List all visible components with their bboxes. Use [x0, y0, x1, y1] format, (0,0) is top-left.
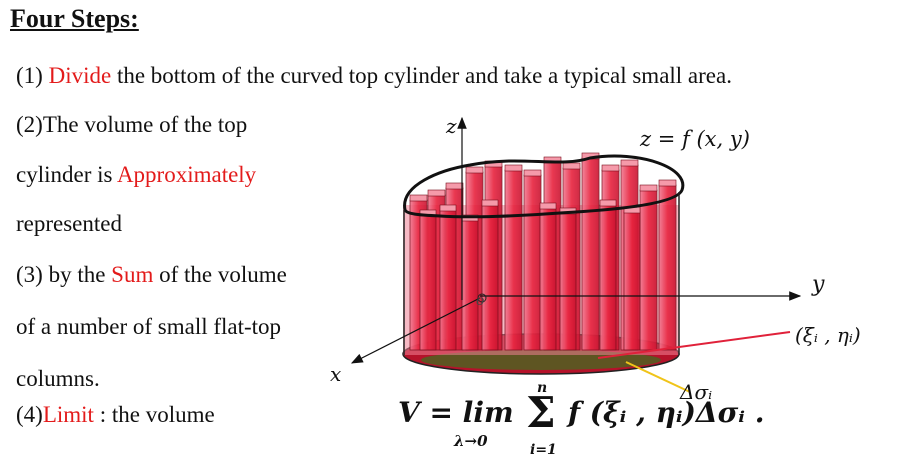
column-17 — [461, 219, 479, 351]
column-top-9 — [562, 162, 581, 170]
column-18 — [481, 204, 499, 351]
column-top-19 — [539, 202, 557, 210]
formula-sum-top: n — [537, 380, 548, 396]
point-pointer-line — [597, 331, 791, 359]
origin-marker — [477, 293, 487, 303]
column-top-4 — [465, 166, 484, 174]
column-top-2 — [427, 189, 446, 197]
formula-limit-sub: λ→0 — [454, 432, 488, 450]
step-4-highlight: Limit — [42, 402, 94, 427]
column-top-13 — [639, 184, 658, 192]
z-axis-label: z — [445, 114, 457, 138]
area-pointer-line — [625, 361, 691, 393]
column-top-21 — [599, 199, 617, 207]
x-axis — [350, 297, 481, 364]
step-3-rest: of the volume — [153, 262, 287, 287]
column-top-1 — [409, 194, 428, 202]
step-2-line-2-prefix: cylinder is — [16, 162, 117, 187]
column-15 — [419, 214, 437, 351]
column-top-6 — [504, 164, 523, 172]
x-axis-label: x — [330, 362, 341, 386]
column-7 — [523, 174, 542, 351]
column-16 — [439, 209, 457, 351]
formula-sum-bottom: i=1 — [530, 442, 557, 458]
column-22 — [623, 211, 641, 351]
step-4-rest: : the volume — [93, 402, 215, 427]
step-1: (1) Divide the bottom of the curved top … — [16, 63, 732, 89]
column-13 — [639, 189, 658, 351]
point-label: (ξᵢ , ηᵢ) — [795, 323, 861, 347]
column-top-7 — [523, 169, 542, 177]
column-top-14 — [658, 179, 677, 187]
step-2-highlight: Approximately — [116, 162, 257, 187]
formula-body: f (ξᵢ , ηᵢ)Δσᵢ . — [568, 396, 765, 429]
area-label: Δσᵢ — [679, 380, 712, 404]
formula-sum-symbol: Σ — [526, 388, 556, 437]
step-1-highlight: Divide — [48, 63, 112, 88]
flat-top-columns — [409, 152, 677, 351]
step-1-text: the bottom of the curved top cylinder an… — [111, 63, 732, 88]
column-19 — [539, 207, 557, 351]
step-3-line-1: (3) by the Sum of the volume — [16, 262, 287, 288]
origin-label: o — [476, 293, 484, 309]
column-21 — [599, 204, 617, 351]
page-title: Four Steps: — [10, 4, 139, 33]
column-top-18 — [481, 199, 499, 207]
volume-formula: V = lim λ→0 n Σ i=1 f (ξᵢ , ηᵢ)Δσᵢ . — [398, 380, 818, 464]
y-axis-label: y — [811, 272, 825, 297]
step-2-line-2: cylinder is Approximately — [16, 162, 256, 188]
curved-top-surface — [403, 154, 685, 219]
column-14 — [658, 184, 677, 351]
step-3-highlight: Sum — [111, 262, 154, 287]
step-3-line-3: columns. — [16, 366, 100, 391]
column-top-3 — [445, 182, 464, 190]
column-top-16 — [439, 204, 457, 212]
step-3-prefix: (3) by the — [16, 262, 112, 287]
step-4: (4)Limit : the volume — [16, 402, 215, 428]
column-6 — [504, 169, 523, 351]
step-3-line-2: of a number of small flat-top — [16, 314, 282, 339]
formula-lhs: V = lim — [398, 396, 514, 429]
column-10 — [581, 157, 600, 351]
surface-label: z = f (x, y) — [639, 127, 750, 151]
step-4-prefix: (4) — [16, 402, 43, 427]
step-1-prefix: (1) — [16, 63, 49, 88]
step-2-line-1: (2)The volume of the top — [16, 112, 248, 137]
column-20 — [559, 212, 577, 351]
column-top-12 — [620, 159, 639, 167]
step-2-line-3: represented — [16, 211, 122, 236]
column-top-11 — [601, 164, 620, 172]
